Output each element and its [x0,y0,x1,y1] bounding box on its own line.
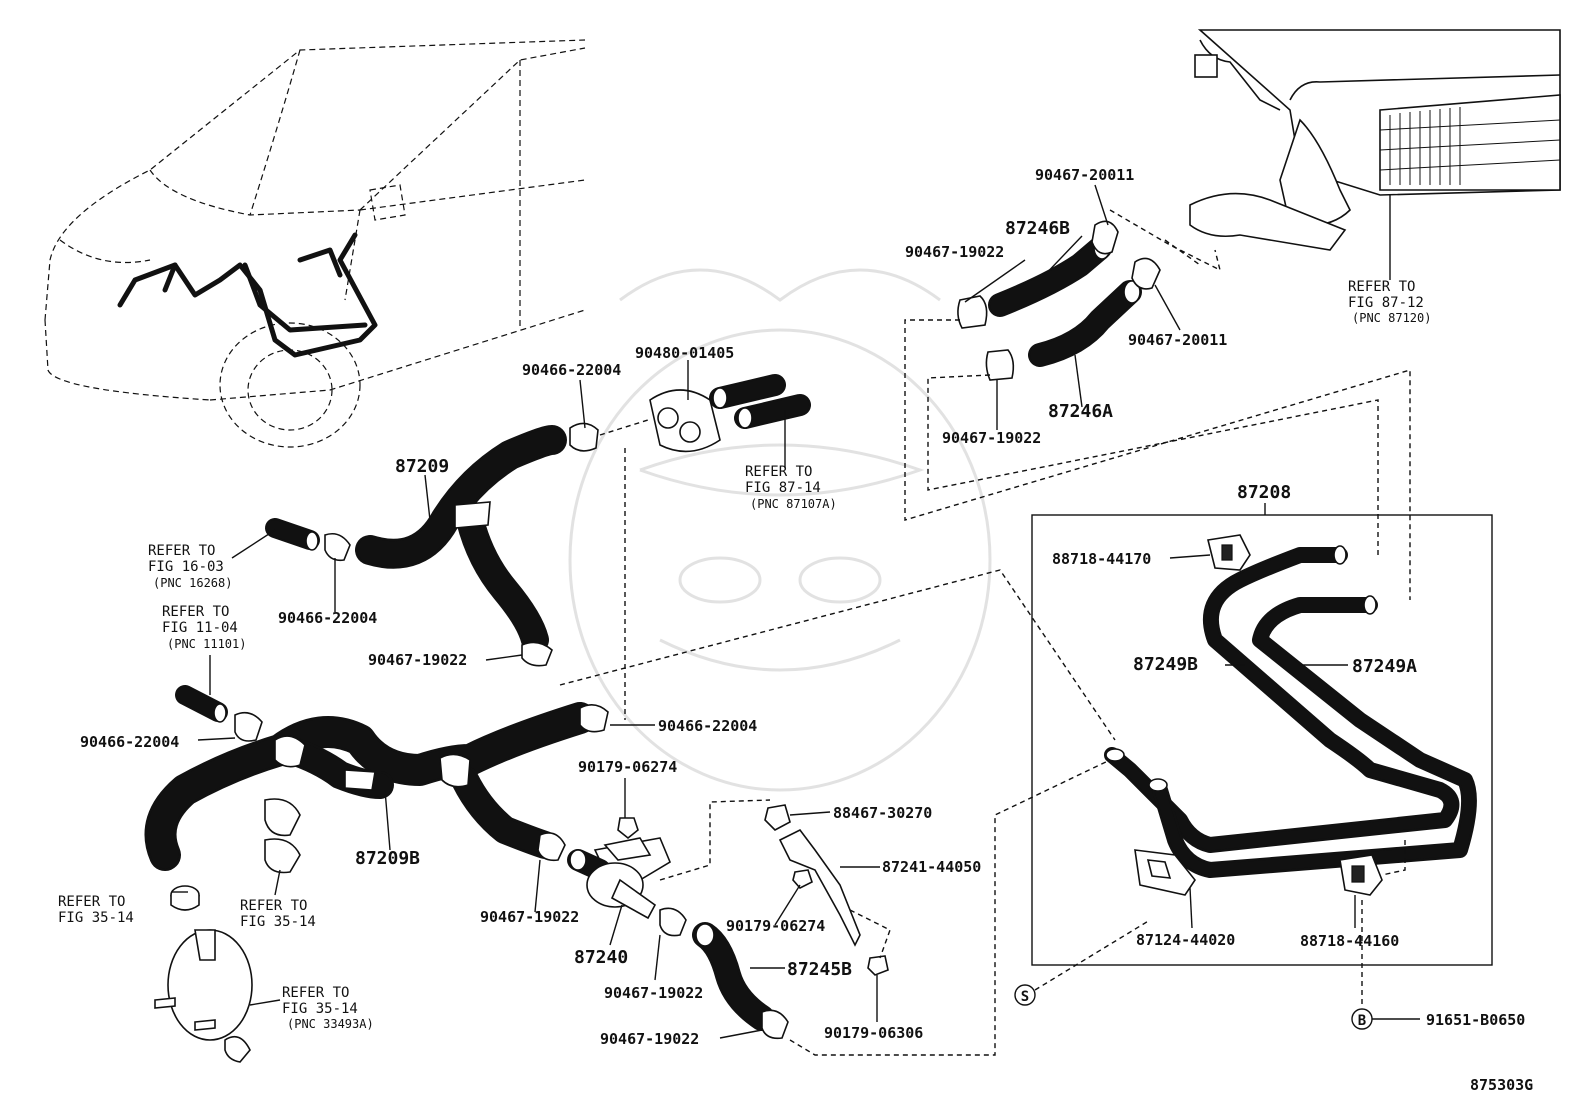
ref-35-14b-line1: REFER TO [240,898,307,914]
hose-87245b [692,922,775,1031]
label-90480-01405: 90480-01405 [635,344,734,362]
ref-35-14c-line1: REFER TO [282,985,349,1001]
label-87241-44050: 87241-44050 [882,858,981,876]
ref-87-14-line1: REFER TO [745,464,812,480]
label-88718-44170: 88718-44170 [1052,550,1151,568]
clamp-90466-22004-top [569,422,599,452]
label-87249b: 87249B [1133,654,1198,675]
label-90179-06274-a: 90179-06274 [578,758,677,776]
label-87209: 87209 [395,456,449,477]
ref-16-03-line1: REFER TO [148,543,215,559]
pipe-11101 [175,685,228,723]
grommet-90480-01405 [649,389,721,453]
watermark-emblem [568,268,992,792]
label-87209b: 87209B [355,848,420,869]
clamp-90467-19022-d [761,1009,789,1040]
label-90466-22004-left: 90466-22004 [80,733,179,751]
ref-87-12-line3: (PNC 87120) [1352,311,1431,325]
label-90466-22004-mid: 90466-22004 [278,609,377,627]
marker-s: S [1014,984,1036,1006]
label-90467-19022-ml: 90467-19022 [942,429,1041,447]
part-number-labels: 90467-20011 87246B 90467-19022 90467-200… [80,166,1525,1048]
hose-87246b [988,236,1112,317]
label-88718-44160: 88718-44160 [1300,932,1399,950]
label-90179-06306: 90179-06306 [824,1024,923,1042]
clip-88718-44160 [1339,854,1383,896]
ref-35-14b-line2: FIG 35-14 [240,914,316,930]
ref-87-12-line2: FIG 87-12 [1348,295,1424,311]
ref-11-04-line3: (PNC 11101) [167,637,246,651]
vehicle-outline [44,39,586,448]
ref-16-03-line3: (PNC 16268) [153,576,232,590]
hose-87246a [1028,280,1142,367]
hose-87209b [144,702,596,871]
label-91651-b0650: 91651-B0650 [1426,1011,1525,1029]
grommet-88467-30270 [764,804,791,831]
label-90467-20011-right: 90467-20011 [1128,331,1227,349]
marker-b: B [1351,1008,1373,1030]
water-valve-87240 [567,837,672,920]
pipe-16268 [265,518,320,551]
clamp-90467-19022-a [521,641,553,667]
heater-unit [1189,29,1561,251]
clamp-90466-22004-right [579,704,609,733]
label-87240: 87240 [574,947,628,968]
ref-11-04-line2: FIG 11-04 [162,620,238,636]
label-90467-19022-d: 90467-19022 [600,1030,699,1048]
assembly-box-87208 [1031,503,1493,966]
ref-35-14a-line1: REFER TO [58,894,125,910]
label-88467-30270: 88467-30270 [833,804,932,822]
label-87246b: 87246B [1005,218,1070,239]
clamp-90466-22004-left [234,711,263,742]
ref-35-14a-line2: FIG 35-14 [58,910,134,926]
label-90467-19022-tl: 90467-19022 [905,243,1004,261]
leader-lines [172,184,1391,1039]
bracket-87124-44020 [1134,849,1196,896]
clamp-90467-19022-ml [985,349,1015,381]
label-90466-22004-right: 90466-22004 [658,717,757,735]
clip-35-14-b [170,885,200,911]
clamp-90467-20011-top [1091,220,1119,255]
clamp-90467-19022-c [659,907,687,937]
figure-code: 875303G [1470,1076,1533,1094]
label-87245b: 87245B [787,959,852,980]
label-87124-44020: 87124-44020 [1136,931,1235,949]
pipe-87249b [1104,547,1460,853]
label-90467-20011-top: 90467-20011 [1035,166,1134,184]
reference-labels: REFER TO FIG 87-12 (PNC 87120) REFER TO … [58,279,1431,1031]
label-90467-19022-a: 90467-19022 [368,651,467,669]
label-87246a: 87246A [1048,401,1113,422]
nut-90179-06274-a [617,817,639,840]
pipe-87249a [1152,597,1477,878]
nut-90179-06274-b [792,869,813,889]
ref-87-14-line3: (PNC 87107A) [750,497,837,511]
clamp-90467-20011-right [1131,257,1161,290]
label-87249a: 87249A [1352,656,1417,677]
ref-87-12-line1: REFER TO [1348,279,1415,295]
label-90466-22004-top: 90466-22004 [522,361,621,379]
pipe-stubs-87107a [709,374,811,429]
hose-87209 [355,425,567,654]
ref-87-14-line2: FIG 87-14 [745,480,821,496]
label-87208: 87208 [1237,482,1291,503]
label-90467-19022-b: 90467-19022 [480,908,579,926]
clip-88718-44170 [1207,534,1251,571]
clamp-90466-22004-mid [324,532,351,562]
label-90179-06274-b: 90179-06274 [726,917,825,935]
svg-text:B: B [1358,1013,1366,1029]
ref-11-04-line1: REFER TO [162,604,229,620]
reservoir-33493a [154,929,253,1063]
label-90467-19022-c: 90467-19022 [604,984,703,1002]
bracket-87241-44050 [778,828,861,947]
ref-16-03-line2: FIG 16-03 [148,559,224,575]
svg-text:S: S [1021,989,1029,1005]
clip-35-14-a [264,798,301,874]
ref-35-14c-line3: (PNC 33493A) [287,1017,374,1031]
clamp-90467-19022-tl [957,295,988,329]
clamp-90467-19022-b [537,832,566,862]
ref-35-14c-line2: FIG 35-14 [282,1001,358,1017]
bolt-90179-06306 [867,955,889,976]
